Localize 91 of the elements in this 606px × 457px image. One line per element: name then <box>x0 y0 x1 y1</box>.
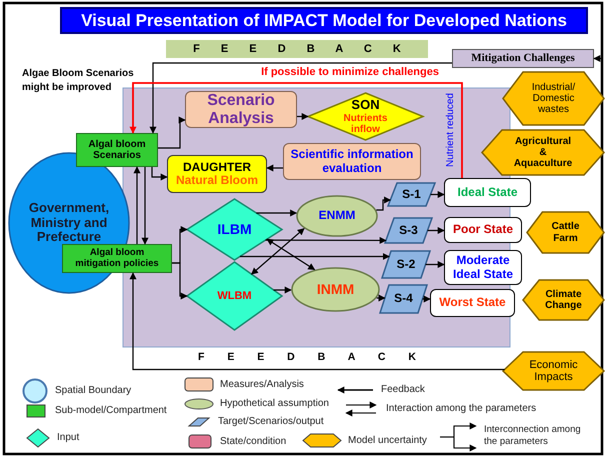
arrow <box>142 167 148 245</box>
arrow <box>130 272 505 370</box>
uncertainty-hexagon <box>482 130 604 175</box>
submodel-box <box>76 133 158 167</box>
arrow <box>158 116 186 149</box>
arrow <box>172 262 188 300</box>
input-diamond <box>187 262 282 330</box>
arrow <box>256 210 298 216</box>
legend-label: State/condition <box>220 434 286 448</box>
node-label: Nutrients inflow <box>342 112 388 135</box>
legend-label: Interaction among the parameters <box>386 402 536 415</box>
arrow <box>150 62 452 134</box>
arrow <box>251 228 305 275</box>
arrow <box>297 113 309 120</box>
arrow <box>376 196 392 211</box>
node-label: Scientific information evaluation <box>290 148 414 175</box>
edge-label: If possible to minimize challenges <box>260 66 440 78</box>
arrow <box>134 166 140 244</box>
node-label: Industrial/ Domestic wastes <box>530 82 576 116</box>
uncertainty-hexagon <box>523 280 604 320</box>
title: Visual Presentation of IMPACT Model for Developed Nations <box>60 7 588 34</box>
node-label: Economic Impacts <box>528 358 579 384</box>
uncertainty-hexagon <box>503 72 604 125</box>
legend-label: Target/Scenarios/output <box>218 415 324 428</box>
node-label: SON <box>351 98 380 113</box>
arrow <box>151 167 168 180</box>
node-label: ENMM <box>318 209 356 223</box>
state-box <box>444 178 531 207</box>
node-label: WLBM <box>217 290 252 302</box>
challenge-box <box>452 49 594 68</box>
uncertainty-hexagon <box>503 352 604 390</box>
node-label: Natural Bloom <box>176 174 258 188</box>
node-label: Moderate Ideal State <box>452 254 514 281</box>
assumption-ellipse <box>296 195 378 237</box>
legend-label: Spatial Boundary <box>55 384 132 397</box>
arrow <box>274 286 292 294</box>
legend-label: Sub-model/Compartment <box>55 404 167 417</box>
arrow <box>266 236 387 244</box>
arrow <box>376 294 386 302</box>
node-label: Cattle Farm <box>550 221 580 244</box>
legend-label: Hypothetical assumption <box>220 397 329 410</box>
arrow <box>422 296 431 302</box>
node-label: Ideal State <box>457 186 518 200</box>
state-box <box>167 155 267 193</box>
arrow <box>430 191 445 198</box>
feedback-label: F E E D B A C K <box>166 40 428 58</box>
target-parallelogram <box>385 218 432 243</box>
input-diamond <box>187 199 282 260</box>
node-label: S-1 <box>402 188 421 202</box>
legend-label: Input <box>57 431 80 444</box>
measures-box <box>283 143 421 180</box>
uncertainty-hexagon <box>527 212 604 253</box>
arrow <box>593 55 603 62</box>
node-label: Scenario Analysis <box>206 92 276 128</box>
node-label: Climate Change <box>544 288 583 312</box>
submodel-box <box>62 244 172 273</box>
node-label: Agricultural & Aquaculture <box>512 136 574 170</box>
arrow <box>266 164 283 172</box>
measures-box <box>185 91 297 128</box>
arrow <box>428 227 445 234</box>
vertical-label: Nutrient reduced <box>445 92 457 169</box>
node-label: Mitigation Challenges <box>471 52 575 65</box>
legend-label: Measures/Analysis <box>220 378 304 390</box>
node-label: Poor State <box>452 223 513 237</box>
legend-label: Interconnection among the parameters <box>484 424 582 449</box>
state-box <box>444 217 522 243</box>
target-parallelogram <box>388 183 435 206</box>
node-label: S-2 <box>396 258 416 272</box>
node-label: S-3 <box>399 224 418 238</box>
node-label: Algal bloom mitigation policies <box>74 248 160 270</box>
node-label: INMM <box>316 282 354 298</box>
target-parallelogram <box>380 285 427 313</box>
arrow <box>266 238 316 270</box>
arrow <box>130 82 463 178</box>
arrow <box>240 253 390 260</box>
node-label: ILBM <box>217 222 252 238</box>
arrow <box>426 261 445 268</box>
state-box <box>430 289 515 317</box>
target-parallelogram <box>382 251 430 278</box>
state-box <box>444 250 522 285</box>
node-label: Algal bloom Scenarios <box>87 138 147 162</box>
assumption-ellipse <box>291 267 380 312</box>
legend-label: Feedback <box>381 383 425 396</box>
feedback-label: F E E D B A C K <box>197 350 417 364</box>
node-label: Government, Ministry and Prefecture <box>28 201 110 245</box>
decision-diamond <box>308 93 423 140</box>
note-text: Algae Bloom Scenarios might be improved <box>22 67 135 94</box>
legend-label: Model uncertainty <box>348 434 427 446</box>
node-label: Worst State <box>439 296 506 310</box>
node-label: S-4 <box>394 292 413 306</box>
node-label: DAUGHTER <box>183 160 251 174</box>
